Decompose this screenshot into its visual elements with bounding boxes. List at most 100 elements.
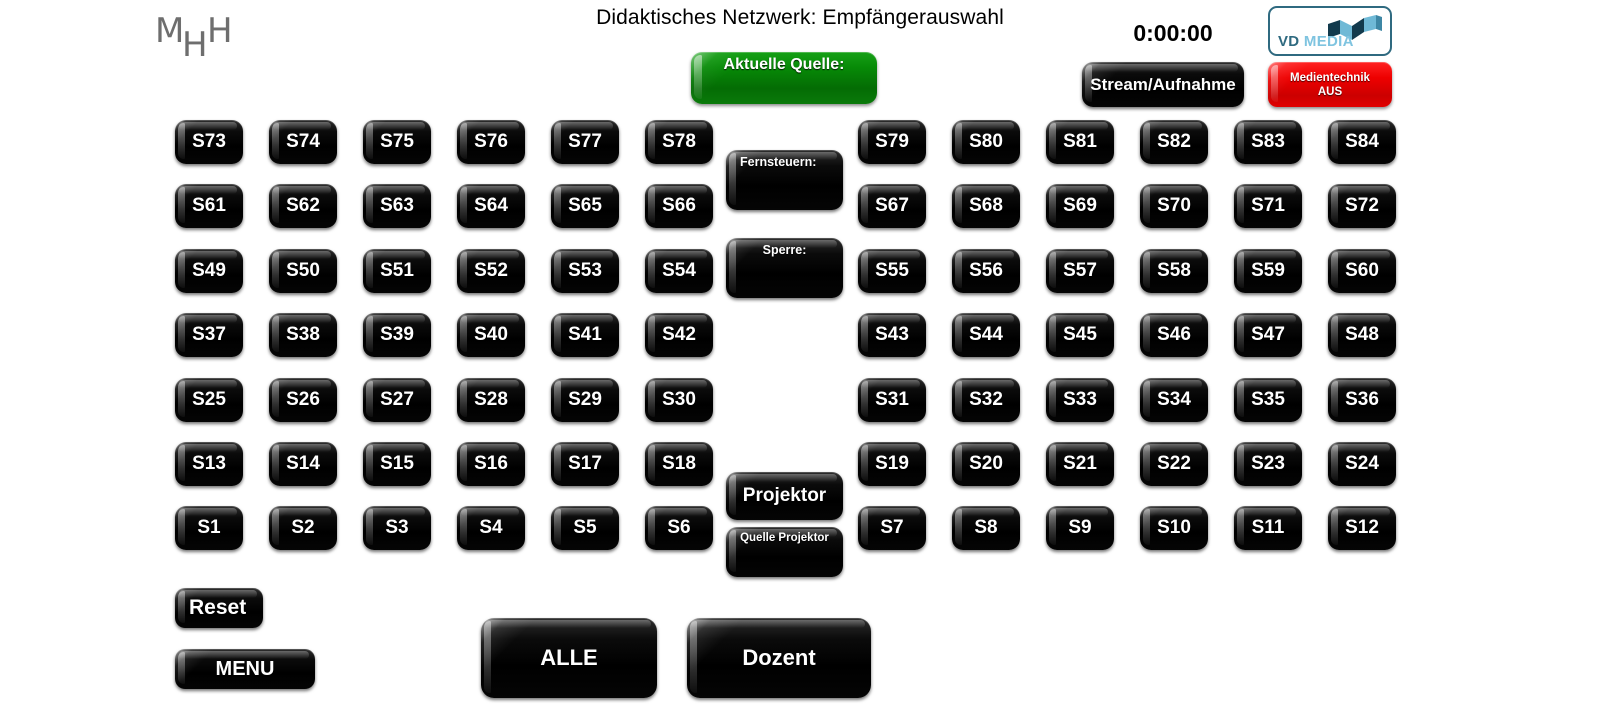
seat-button-s64[interactable]: S64 xyxy=(457,184,525,229)
seat-button-s52[interactable]: S52 xyxy=(457,248,525,293)
stream-record-button[interactable]: Stream/Aufnahme xyxy=(1082,62,1244,107)
seat-button-s14[interactable]: S14 xyxy=(269,442,337,486)
seat-button-s82[interactable]: S82 xyxy=(1140,120,1208,164)
seat-button-s84[interactable]: S84 xyxy=(1328,120,1396,164)
current-source-button[interactable]: Aktuelle Quelle: xyxy=(691,52,877,104)
seat-button-s7[interactable]: S7 xyxy=(858,506,926,551)
seat-button-s45[interactable]: S45 xyxy=(1046,313,1114,358)
seat-button-s55[interactable]: S55 xyxy=(858,248,926,293)
seat-button-s34[interactable]: S34 xyxy=(1140,377,1208,422)
seat-button-s42[interactable]: S42 xyxy=(645,313,713,358)
media-technology-off-button[interactable]: Medientechnik AUS xyxy=(1268,62,1392,107)
seat-button-s48[interactable]: S48 xyxy=(1328,313,1396,358)
seat-button-s28[interactable]: S28 xyxy=(457,377,525,422)
seat-button-s29[interactable]: S29 xyxy=(551,377,619,422)
seat-button-s11[interactable]: S11 xyxy=(1234,506,1302,551)
seat-button-s71[interactable]: S71 xyxy=(1234,184,1302,229)
seat-button-s31[interactable]: S31 xyxy=(858,377,926,422)
seat-button-s79[interactable]: S79 xyxy=(858,120,926,164)
seat-button-s6[interactable]: S6 xyxy=(645,506,713,551)
seat-button-s69[interactable]: S69 xyxy=(1046,184,1114,229)
seat-button-s5[interactable]: S5 xyxy=(551,506,619,551)
seat-button-s83[interactable]: S83 xyxy=(1234,120,1302,164)
seat-button-s76[interactable]: S76 xyxy=(457,120,525,164)
seat-button-s63[interactable]: S63 xyxy=(363,184,431,229)
remote-control-label: Fernsteuern: xyxy=(740,155,817,169)
clock-display: 0:00:00 xyxy=(1133,20,1213,46)
seat-button-s38[interactable]: S38 xyxy=(269,313,337,358)
seat-button-label: S50 xyxy=(286,259,320,281)
seat-button-s54[interactable]: S54 xyxy=(645,248,713,293)
seat-button-label: S43 xyxy=(875,324,909,346)
seat-button-s51[interactable]: S51 xyxy=(363,248,431,293)
seat-button-s57[interactable]: S57 xyxy=(1046,248,1114,293)
seat-button-s10[interactable]: S10 xyxy=(1140,506,1208,551)
seat-button-s16[interactable]: S16 xyxy=(457,442,525,486)
seat-button-s9[interactable]: S9 xyxy=(1046,506,1114,551)
seat-button-s1[interactable]: S1 xyxy=(175,506,243,551)
seat-button-s21[interactable]: S21 xyxy=(1046,442,1114,486)
reset-button[interactable]: Reset xyxy=(175,588,263,628)
seat-button-s74[interactable]: S74 xyxy=(269,120,337,164)
seat-button-s47[interactable]: S47 xyxy=(1234,313,1302,358)
projector-source-button[interactable]: Quelle Projektor xyxy=(726,527,843,577)
seat-button-s78[interactable]: S78 xyxy=(645,120,713,164)
seat-button-s22[interactable]: S22 xyxy=(1140,442,1208,486)
seat-button-s81[interactable]: S81 xyxy=(1046,120,1114,164)
seat-button-s58[interactable]: S58 xyxy=(1140,248,1208,293)
seat-button-s3[interactable]: S3 xyxy=(363,506,431,551)
seat-button-s65[interactable]: S65 xyxy=(551,184,619,229)
seat-button-s35[interactable]: S35 xyxy=(1234,377,1302,422)
seat-button-s32[interactable]: S32 xyxy=(952,377,1020,422)
seat-button-s37[interactable]: S37 xyxy=(175,313,243,358)
seat-button-s73[interactable]: S73 xyxy=(175,120,243,164)
lecturer-button[interactable]: Dozent xyxy=(687,618,871,698)
seat-button-s77[interactable]: S77 xyxy=(551,120,619,164)
seat-button-s50[interactable]: S50 xyxy=(269,248,337,293)
seat-button-s62[interactable]: S62 xyxy=(269,184,337,229)
seat-button-s15[interactable]: S15 xyxy=(363,442,431,486)
select-all-button[interactable]: ALLE xyxy=(481,618,657,698)
seat-button-s19[interactable]: S19 xyxy=(858,442,926,486)
seat-button-s44[interactable]: S44 xyxy=(952,313,1020,358)
projector-button[interactable]: Projektor xyxy=(726,472,843,520)
seat-button-s23[interactable]: S23 xyxy=(1234,442,1302,486)
seat-button-s49[interactable]: S49 xyxy=(175,248,243,293)
seat-button-s8[interactable]: S8 xyxy=(952,506,1020,551)
seat-button-s36[interactable]: S36 xyxy=(1328,377,1396,422)
seat-button-s27[interactable]: S27 xyxy=(363,377,431,422)
seat-button-s12[interactable]: S12 xyxy=(1328,506,1396,551)
seat-button-label: S70 xyxy=(1157,195,1191,217)
seat-button-s17[interactable]: S17 xyxy=(551,442,619,486)
seat-button-s61[interactable]: S61 xyxy=(175,184,243,229)
lock-button[interactable]: Sperre: xyxy=(726,238,843,298)
seat-button-s75[interactable]: S75 xyxy=(363,120,431,164)
seat-button-s59[interactable]: S59 xyxy=(1234,248,1302,293)
seat-button-s25[interactable]: S25 xyxy=(175,377,243,422)
seat-button-s43[interactable]: S43 xyxy=(858,313,926,358)
seat-button-s72[interactable]: S72 xyxy=(1328,184,1396,229)
menu-button[interactable]: MENU xyxy=(175,649,315,689)
seat-button-s46[interactable]: S46 xyxy=(1140,313,1208,358)
seat-button-s60[interactable]: S60 xyxy=(1328,248,1396,293)
seat-button-s30[interactable]: S30 xyxy=(645,377,713,422)
seat-button-s26[interactable]: S26 xyxy=(269,377,337,422)
seat-button-s20[interactable]: S20 xyxy=(952,442,1020,486)
seat-button-s41[interactable]: S41 xyxy=(551,313,619,358)
seat-button-s67[interactable]: S67 xyxy=(858,184,926,229)
seat-button-s53[interactable]: S53 xyxy=(551,248,619,293)
seat-button-s24[interactable]: S24 xyxy=(1328,442,1396,486)
seat-button-s66[interactable]: S66 xyxy=(645,184,713,229)
seat-button-s80[interactable]: S80 xyxy=(952,120,1020,164)
seat-button-s56[interactable]: S56 xyxy=(952,248,1020,293)
seat-button-s18[interactable]: S18 xyxy=(645,442,713,486)
seat-button-s13[interactable]: S13 xyxy=(175,442,243,486)
seat-button-s33[interactable]: S33 xyxy=(1046,377,1114,422)
seat-button-s40[interactable]: S40 xyxy=(457,313,525,358)
seat-button-s2[interactable]: S2 xyxy=(269,506,337,551)
seat-button-s39[interactable]: S39 xyxy=(363,313,431,358)
remote-control-button[interactable]: Fernsteuern: xyxy=(726,150,843,210)
seat-button-s4[interactable]: S4 xyxy=(457,506,525,551)
seat-button-s68[interactable]: S68 xyxy=(952,184,1020,229)
seat-button-s70[interactable]: S70 xyxy=(1140,184,1208,229)
